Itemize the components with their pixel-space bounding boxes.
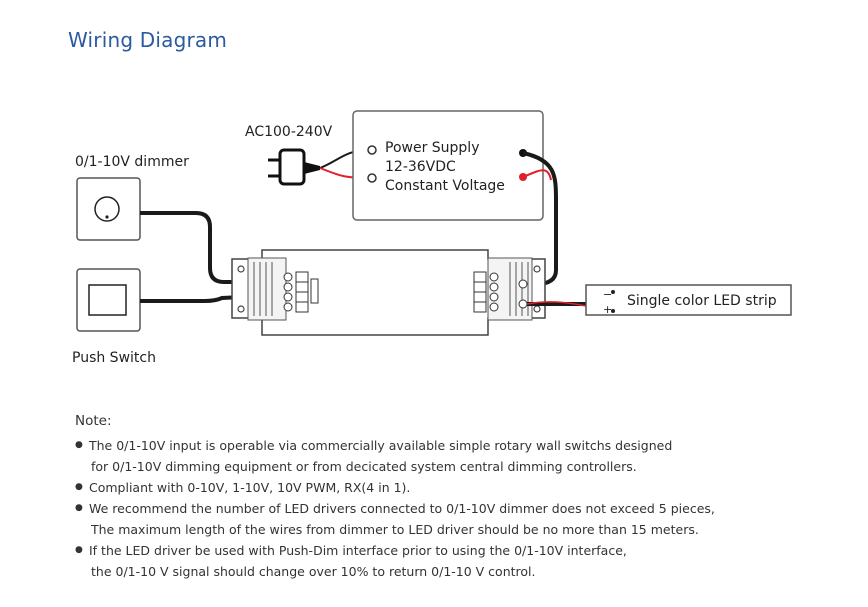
led-output-wire-red — [526, 301, 587, 307]
power-supply-line3: Constant Voltage — [385, 178, 505, 194]
notes-section: Note: The 0/1-10V input is operable via … — [75, 413, 715, 582]
led-driver — [231, 249, 546, 336]
note-item: We recommend the number of LED drivers c… — [75, 498, 715, 540]
note-item: If the LED driver be used with Push-Dim … — [75, 540, 695, 582]
ps-output-wire-black — [522, 151, 558, 286]
push-switch-button-icon — [88, 284, 127, 316]
note-line: If the LED driver be used with Push-Dim … — [89, 543, 627, 558]
note-line: Compliant with 0-10V, 1-10V, 10V PWM, RX… — [89, 480, 411, 495]
power-supply-box — [352, 110, 544, 221]
notes-heading: Note: — [75, 413, 112, 429]
notes-list: The 0/1-10V input is operable via commer… — [75, 435, 715, 582]
ps-terminal-n — [367, 173, 377, 183]
note-line: the 0/1-10 V signal should change over 1… — [91, 564, 536, 579]
note-line: We recommend the number of LED drivers c… — [89, 501, 715, 516]
led-strip — [585, 284, 792, 316]
wiring-diagram: − + AC100-240V Power Supply 12-36VDC Con… — [72, 110, 792, 366]
switch-wire — [140, 294, 263, 303]
dimmer-wire — [140, 211, 262, 284]
note-line: The 0/1-10V input is operable via commer… — [89, 438, 673, 453]
page-title: Wiring Diagram — [68, 28, 228, 52]
ac-input-label: AC100-240V — [245, 124, 333, 140]
ps-output-wire-red — [522, 169, 552, 181]
strip-minus-label: − — [603, 288, 612, 301]
push-switch-label: Push Switch — [72, 350, 156, 366]
note-item: Compliant with 0-10V, 1-10V, 10V PWM, RX… — [75, 477, 695, 498]
dimmer-label: 0/1-10V dimmer — [75, 154, 189, 170]
power-supply-line2: 12-36VDC — [385, 159, 456, 175]
note-line: The maximum length of the wires from dim… — [91, 522, 699, 537]
dimmer-knob-icon — [94, 196, 120, 222]
strip-plus-label: + — [603, 303, 612, 316]
led-strip-label: Single color LED strip — [627, 293, 777, 309]
note-item: The 0/1-10V input is operable via commer… — [75, 435, 695, 477]
power-supply-line1: Power Supply — [385, 140, 480, 156]
ps-terminal-l — [367, 145, 377, 155]
note-line: for 0/1-10V dimming equipment or from de… — [91, 459, 637, 474]
ac-plug-icon — [268, 148, 320, 186]
